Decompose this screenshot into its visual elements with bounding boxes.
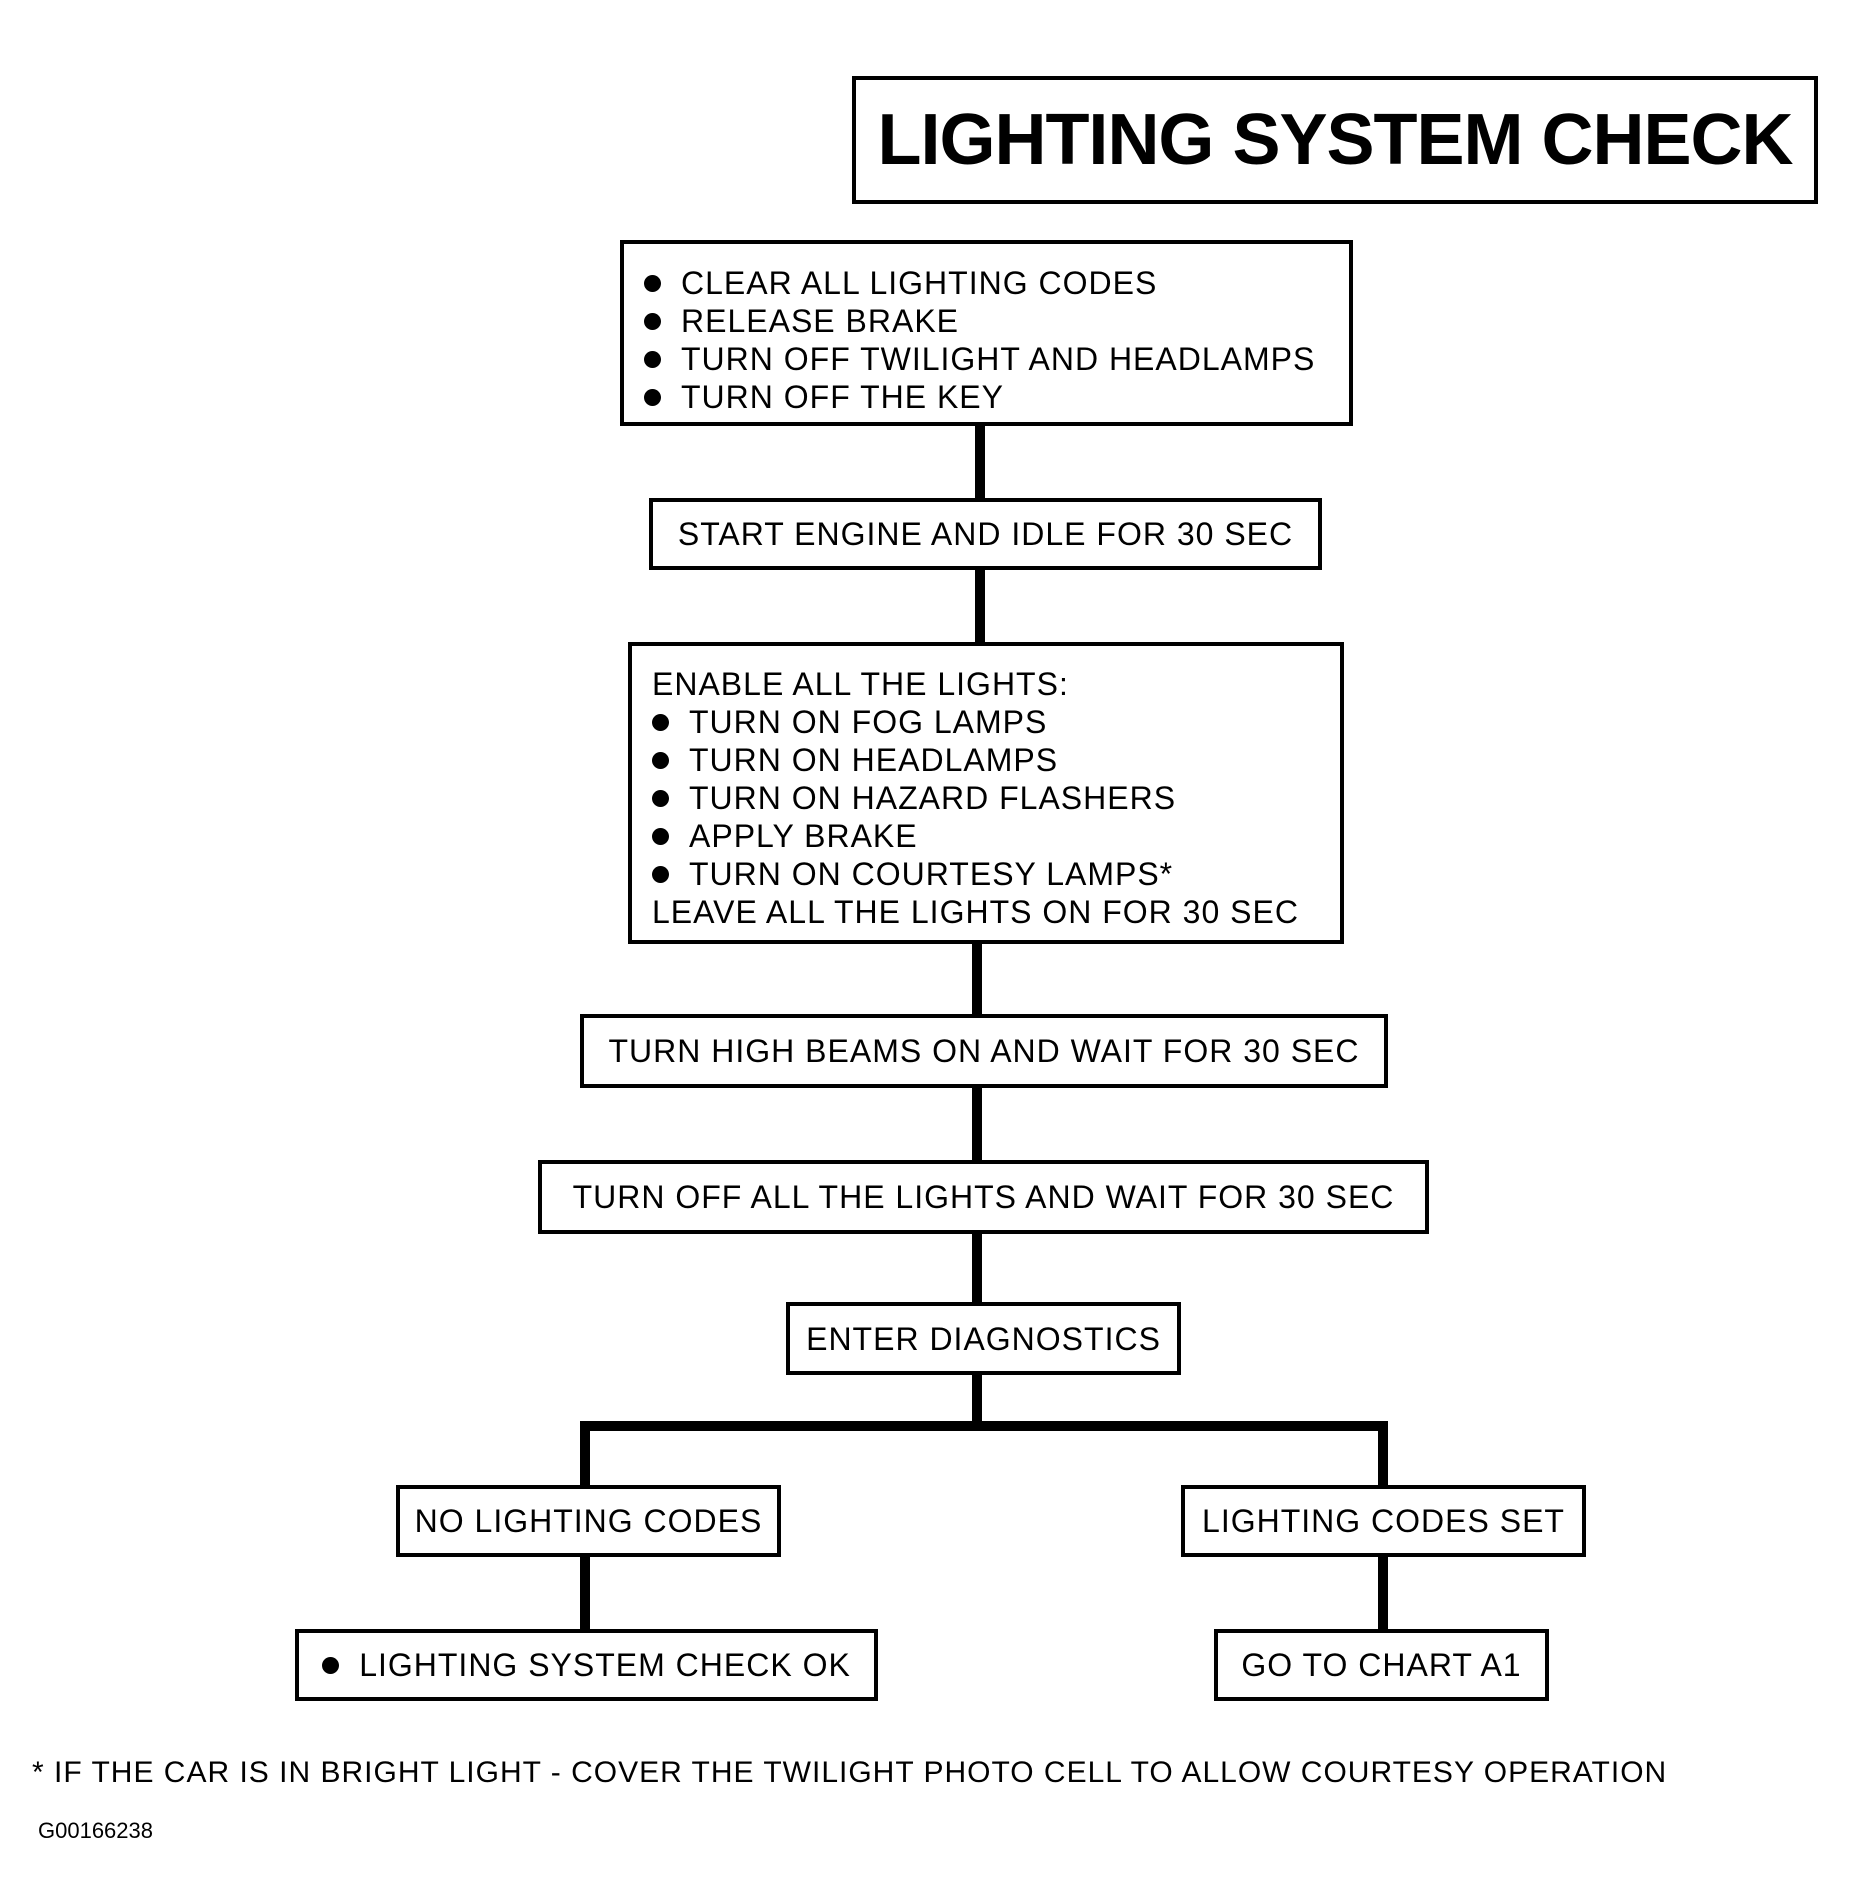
connector-left-result	[580, 1555, 590, 1633]
connector-start-enable	[975, 568, 985, 646]
connector-lightsoff-diagnostics	[972, 1232, 982, 1306]
bullet-icon	[644, 350, 661, 368]
enable-item: TURN ON FOG LAMPS	[652, 703, 1340, 741]
enable-heading: ENABLE ALL THE LIGHTS:	[652, 666, 1069, 702]
no-codes-box: NO LIGHTING CODES	[396, 1485, 781, 1557]
bullet-icon	[644, 312, 661, 330]
codes-set-box: LIGHTING CODES SET	[1181, 1485, 1586, 1557]
check-ok-box: LIGHTING SYSTEM CHECK OK	[295, 1629, 878, 1701]
connector-highbeams-lightsoff	[972, 1086, 982, 1164]
diagram-title: LIGHTING SYSTEM CHECK	[877, 100, 1793, 180]
bullet-icon	[652, 827, 669, 845]
prep-item: CLEAR ALL LIGHTING CODES	[644, 264, 1349, 302]
bullet-icon	[322, 1656, 340, 1674]
enable-footer: LEAVE ALL THE LIGHTS ON FOR 30 SEC	[652, 894, 1299, 930]
connector-prep-start	[975, 424, 985, 502]
high-beams-label: TURN HIGH BEAMS ON AND WAIT FOR 30 SEC	[608, 1033, 1360, 1069]
enable-item: TURN ON HEADLAMPS	[652, 741, 1340, 779]
diagnostics-label: ENTER DIAGNOSTICS	[806, 1320, 1161, 1357]
connector-right-result	[1378, 1555, 1388, 1633]
prep-box: CLEAR ALL LIGHTING CODES RELEASE BRAKE T…	[620, 240, 1353, 426]
diagnostics-box: ENTER DIAGNOSTICS	[786, 1302, 1181, 1375]
enable-item: APPLY BRAKE	[652, 817, 1340, 855]
check-ok-item: LIGHTING SYSTEM CHECK OK	[322, 1646, 851, 1684]
enable-lights-box: ENABLE ALL THE LIGHTS: TURN ON FOG LAMPS…	[628, 642, 1344, 944]
footnote: * IF THE CAR IS IN BRIGHT LIGHT - COVER …	[32, 1756, 1668, 1789]
bullet-icon	[652, 789, 669, 807]
connector-diagnostics-split	[972, 1373, 982, 1431]
bullet-icon	[652, 713, 669, 731]
high-beams-box: TURN HIGH BEAMS ON AND WAIT FOR 30 SEC	[580, 1014, 1388, 1088]
title-box: LIGHTING SYSTEM CHECK	[852, 76, 1818, 204]
bullet-icon	[652, 751, 669, 769]
chart-a1-label: GO TO CHART A1	[1241, 1647, 1522, 1683]
prep-item: RELEASE BRAKE	[644, 302, 1349, 340]
bullet-icon	[644, 274, 661, 292]
prep-item: TURN OFF TWILIGHT AND HEADLAMPS	[644, 340, 1349, 378]
lights-off-label: TURN OFF ALL THE LIGHTS AND WAIT FOR 30 …	[572, 1179, 1395, 1215]
prep-item: TURN OFF THE KEY	[644, 378, 1349, 416]
connector-enable-highbeams	[972, 942, 982, 1018]
connector-split-left	[580, 1421, 590, 1489]
enable-item: TURN ON COURTESY LAMPS*	[652, 855, 1340, 893]
enable-item: TURN ON HAZARD FLASHERS	[652, 779, 1340, 817]
start-engine-box: START ENGINE AND IDLE FOR 30 SEC	[649, 498, 1322, 570]
chart-a1-box: GO TO CHART A1	[1214, 1629, 1549, 1701]
lights-off-box: TURN OFF ALL THE LIGHTS AND WAIT FOR 30 …	[538, 1160, 1429, 1234]
bullet-icon	[644, 388, 661, 406]
branch-horizontal	[580, 1421, 1388, 1431]
codes-set-label: LIGHTING CODES SET	[1202, 1503, 1565, 1539]
connector-split-right	[1378, 1421, 1388, 1489]
bullet-icon	[652, 865, 669, 883]
no-codes-label: NO LIGHTING CODES	[414, 1503, 763, 1539]
figure-code: G00166238	[38, 1818, 153, 1843]
start-engine-label: START ENGINE AND IDLE FOR 30 SEC	[677, 516, 1294, 552]
